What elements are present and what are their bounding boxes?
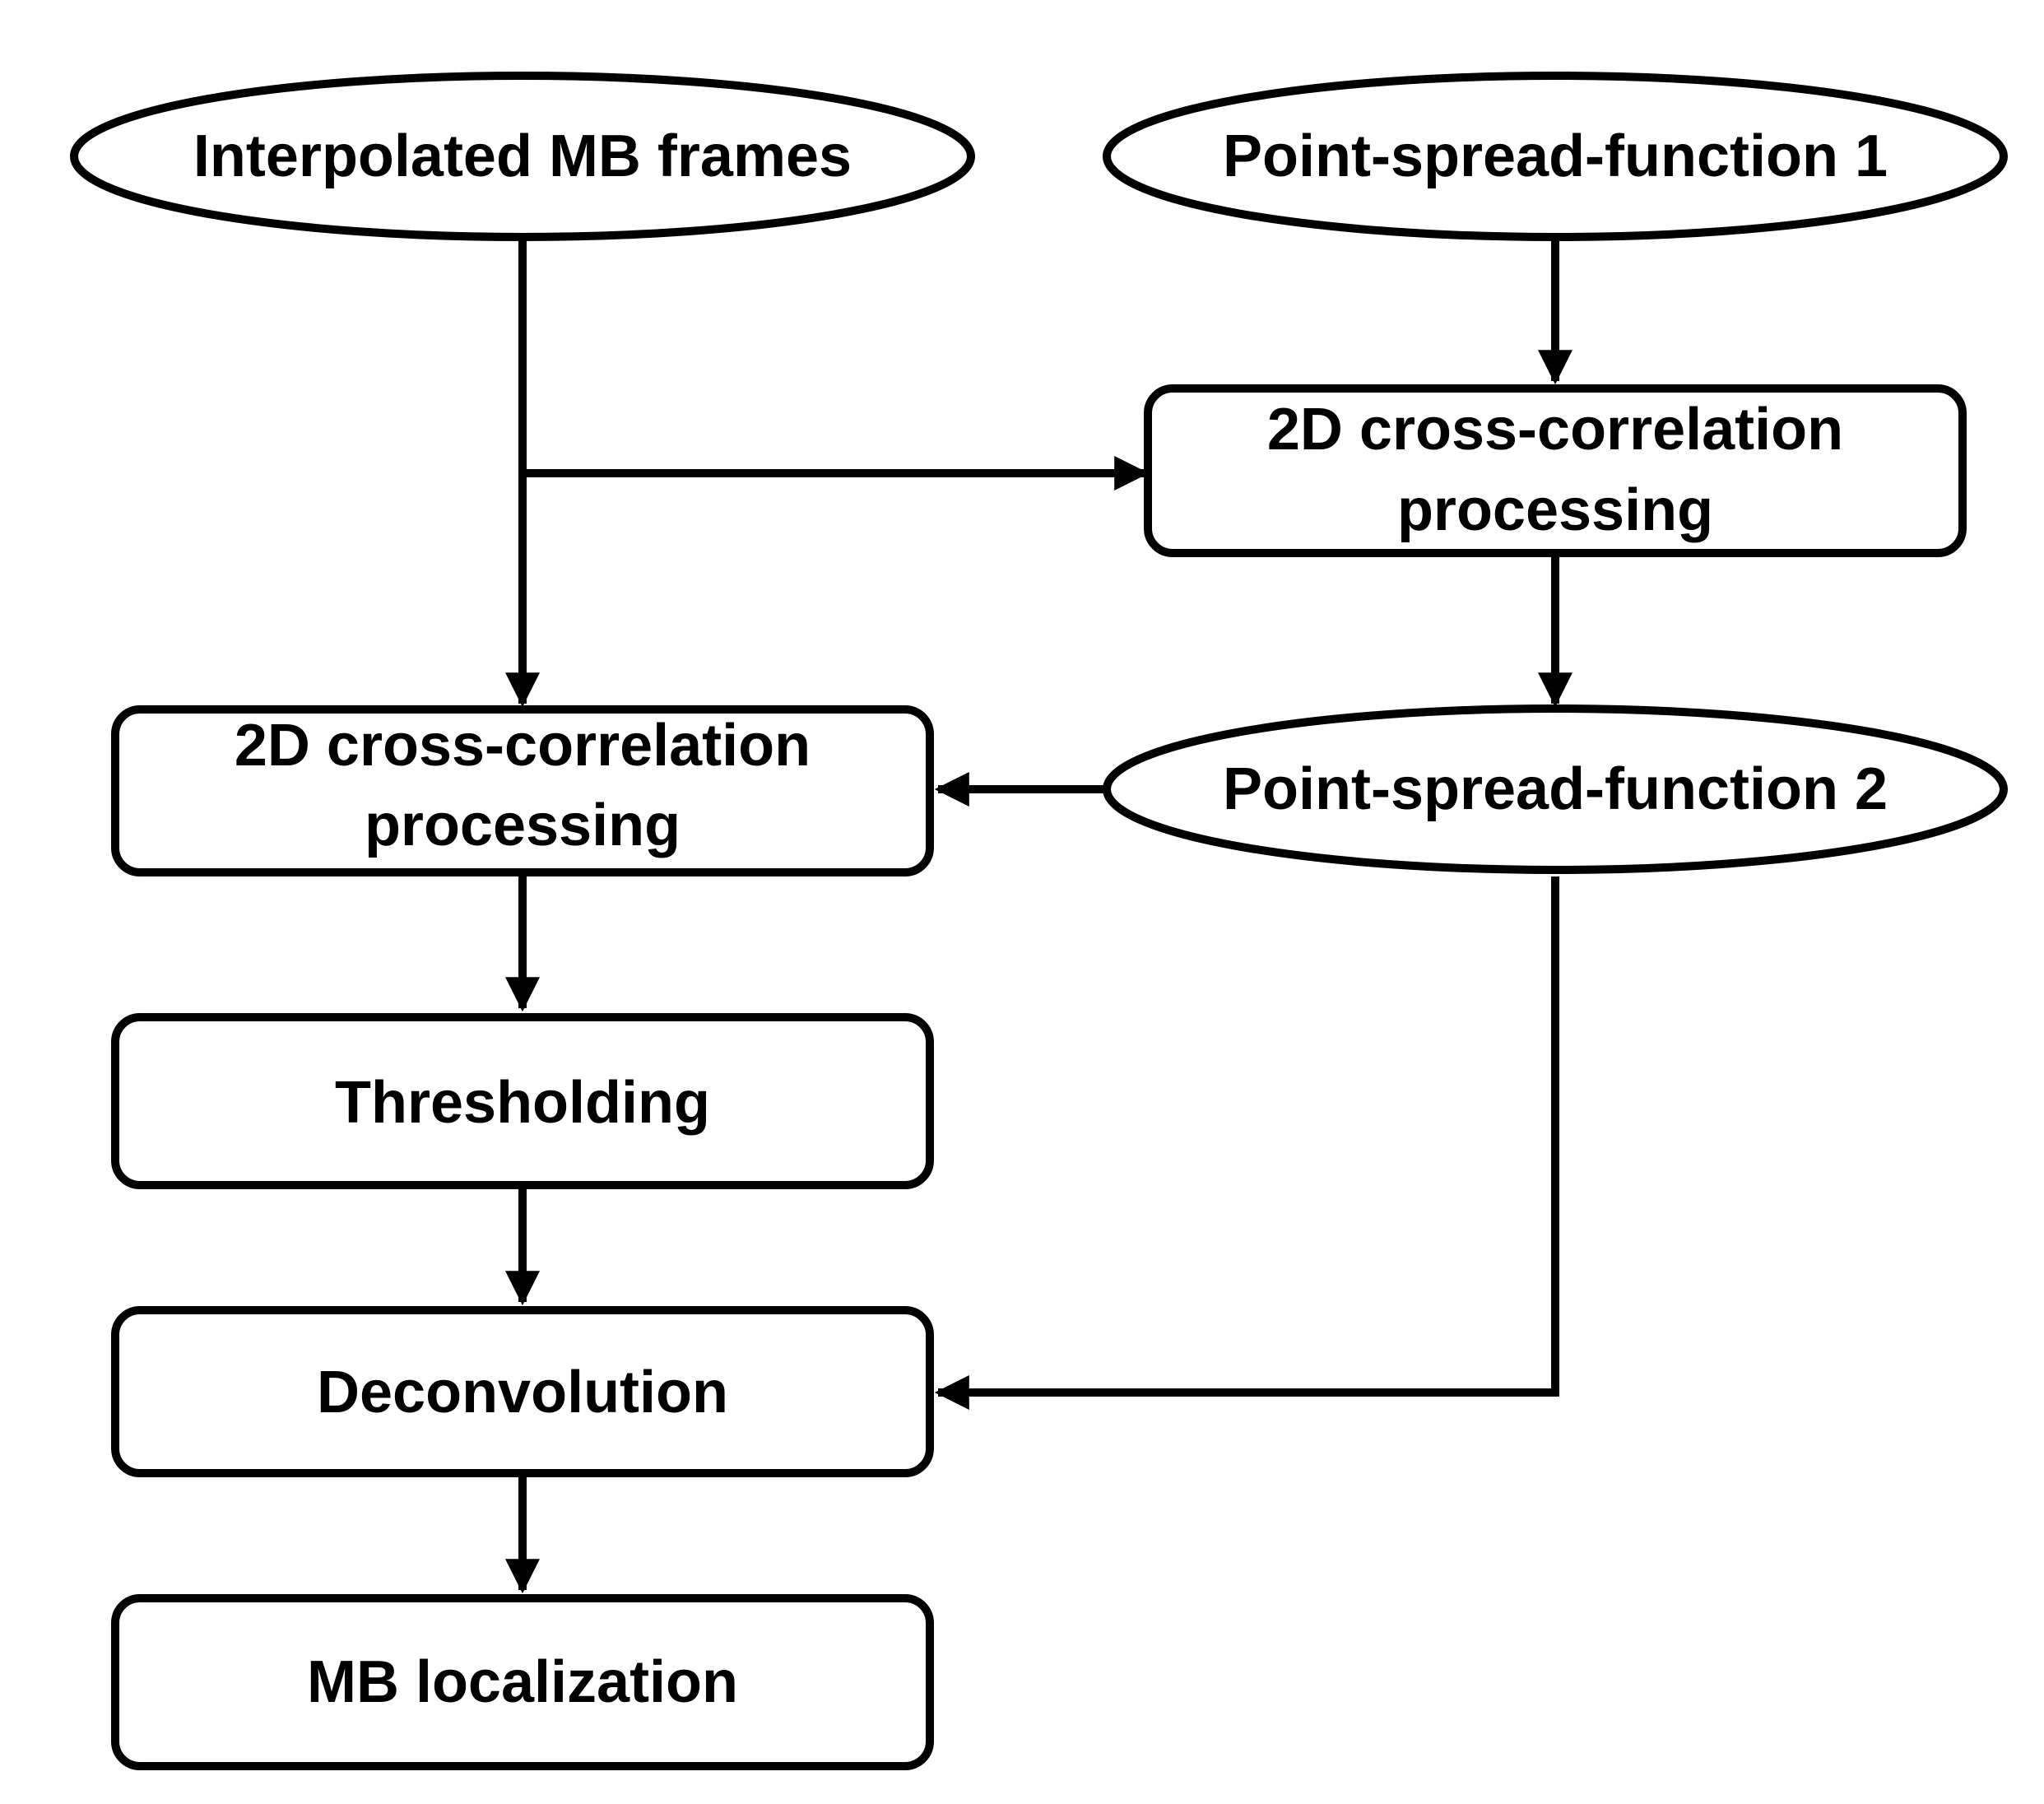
node-psf2: Point-spread-function 2: [1103, 704, 2008, 874]
node-label: Deconvolution: [317, 1360, 728, 1425]
node-label-line-2: processing: [1397, 477, 1713, 543]
node-shape: [111, 705, 934, 876]
node-shape: [111, 1594, 934, 1770]
node-psf1: Point-spread-function 1: [1103, 72, 2008, 241]
node-thresholding: Thresholding: [111, 1013, 934, 1189]
node-label-line-1: 2D cross-correlation: [235, 713, 811, 779]
node-deconvolution: Deconvolution: [111, 1306, 934, 1477]
node-label-line-2: processing: [365, 793, 681, 858]
node-shape: [1103, 704, 2008, 874]
node-label: Point-spread-function 1: [1223, 123, 1888, 189]
node-label: Thresholding: [335, 1070, 710, 1136]
edge-psf2-to-deconvolution: [934, 876, 1559, 1410]
node-localization: MB localization: [111, 1594, 934, 1770]
node-label: Interpolated MB frames: [193, 123, 852, 189]
node-label: MB localization: [307, 1649, 738, 1715]
node-label-line-1: 2D cross-correlation: [1267, 397, 1843, 463]
node-xcorr-top: 2D cross-correlation processing: [1144, 384, 1967, 557]
node-interpolated-frames: Interpolated MB frames: [70, 72, 975, 241]
connectors: [505, 237, 1572, 1594]
node-xcorr-left: 2D cross-correlation processing: [111, 705, 934, 876]
node-shape: [111, 1306, 934, 1477]
node-shape: [111, 1013, 934, 1189]
node-shape: [1144, 384, 1967, 557]
node-shape: [70, 72, 975, 241]
node-label: Point-spread-function 2: [1223, 756, 1888, 822]
node-shape: [1103, 72, 2008, 241]
